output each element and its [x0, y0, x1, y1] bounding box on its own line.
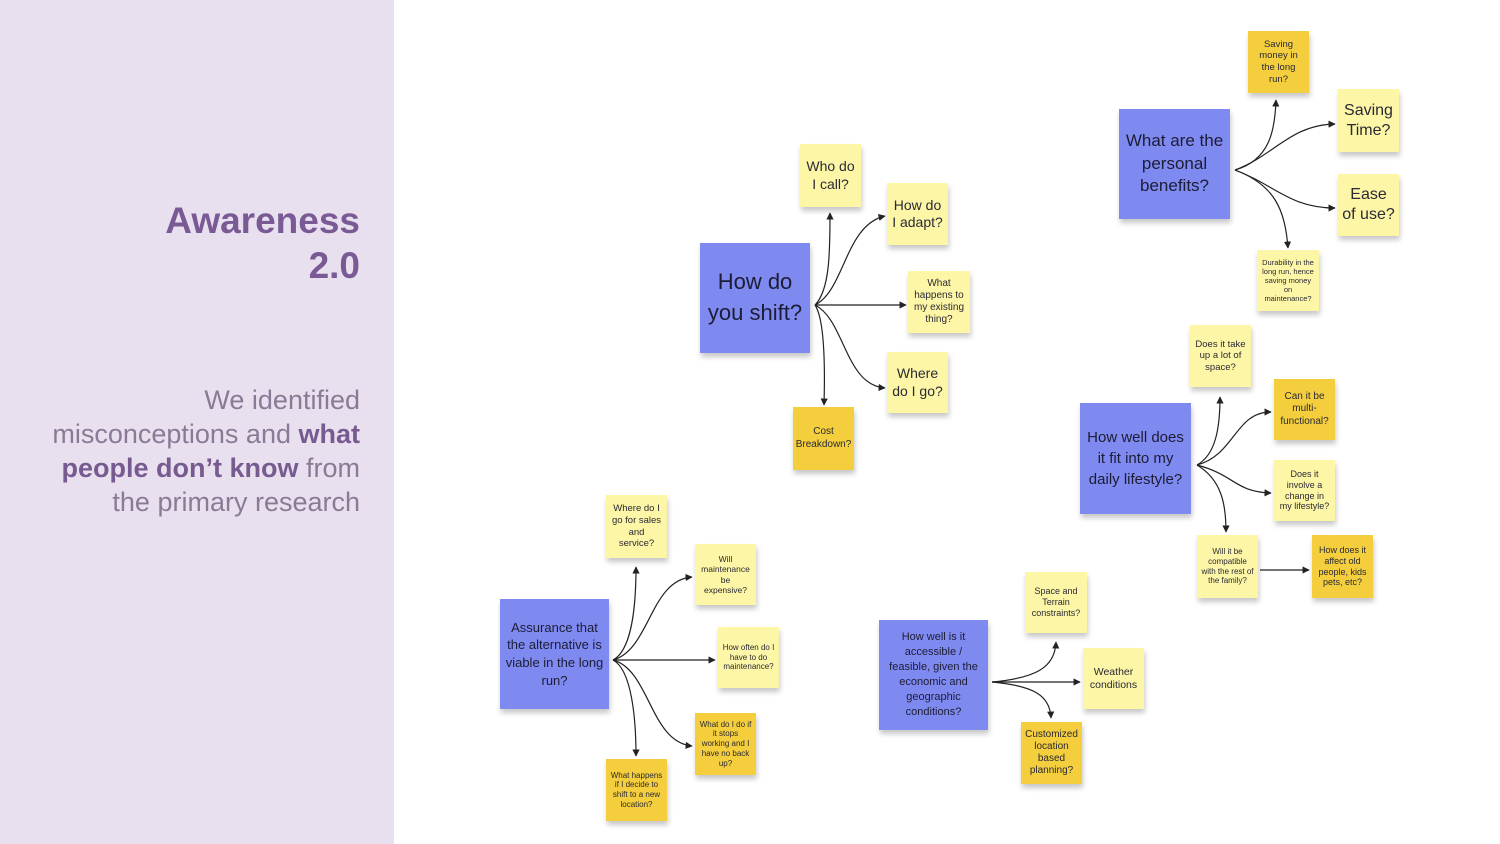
note-saving-time[interactable]: Saving Time? — [1338, 89, 1399, 152]
title-line-1: Awareness — [165, 200, 360, 241]
description-bold: what people don’t know — [61, 419, 360, 483]
description-part-1: We identified misconceptions and — [52, 385, 360, 449]
arrow-benefits-money — [1234, 99, 1280, 171]
note-how-do-i-adapt[interactable]: How do I adapt? — [887, 183, 948, 245]
slide-title: Awareness 2.0 — [20, 198, 360, 288]
arrow-shift-cost — [814, 304, 828, 406]
arrow-access-terrain — [991, 641, 1060, 683]
slide-description: We identified misconceptions and what pe… — [20, 383, 360, 519]
note-durability[interactable]: Durability in the long run, hence saving… — [1257, 250, 1319, 311]
note-cost-breakdown[interactable]: Cost Breakdown? — [793, 407, 854, 470]
note-saving-money[interactable]: Saving money in the long run? — [1248, 31, 1309, 93]
arrow-assurance-expensive — [612, 573, 693, 661]
note-new-location[interactable]: What happens if I decide to shift to a n… — [606, 759, 667, 821]
arrow-benefits-time — [1234, 120, 1336, 171]
arrow-shift-where-go — [814, 304, 886, 392]
arrow-assurance-sales — [612, 566, 640, 661]
note-affect-others[interactable]: How does it affect old people, kids pets… — [1312, 535, 1373, 598]
arrow-shift-who-call — [814, 212, 834, 306]
note-space-terrain[interactable]: Space and Terrain constraints? — [1025, 572, 1087, 633]
arrow-shift-adapt — [814, 213, 886, 306]
note-multi-functional[interactable]: Can it be multi-functional? — [1274, 379, 1335, 440]
arrow-benefits-ease — [1234, 169, 1336, 212]
arrow-lifestyle-space — [1196, 396, 1224, 466]
note-who-do-i-call[interactable]: Who do I call? — [800, 144, 861, 207]
sidebar-panel: Awareness 2.0 We identified misconceptio… — [0, 0, 394, 844]
arrow-assurance-location — [612, 659, 640, 757]
arrow-lifestyle-multi — [1196, 408, 1272, 466]
note-ease-of-use[interactable]: Ease of use? — [1338, 174, 1399, 236]
note-stops-working[interactable]: What do I do if it stops working and I h… — [695, 713, 756, 775]
note-maintenance-expensive[interactable]: Will maintenance be expensive? — [695, 544, 756, 605]
arrow-benefits-durability — [1234, 169, 1292, 249]
note-compatible-family[interactable]: Will it be compatible with the rest of t… — [1197, 535, 1258, 598]
note-where-do-i-go[interactable]: Where do I go? — [887, 352, 948, 413]
note-sales-service[interactable]: Where do I go for sales and service? — [606, 495, 667, 558]
note-personal-benefits[interactable]: What are the personal benefits? — [1119, 109, 1230, 219]
note-assurance-viable[interactable]: Assurance that the alternative is viable… — [500, 599, 609, 709]
note-existing-thing[interactable]: What happens to my existing thing? — [908, 271, 970, 333]
description-part-2: from the primary research — [112, 453, 360, 517]
note-maintenance-frequency[interactable]: How often do I have to do maintenance? — [718, 627, 779, 688]
note-daily-lifestyle[interactable]: How well does it fit into my daily lifes… — [1080, 403, 1191, 514]
arrow-assurance-stops — [612, 659, 693, 749]
arrow-access-customized — [991, 681, 1055, 719]
note-weather-conditions[interactable]: Weather conditions — [1083, 648, 1144, 709]
note-accessible-feasible[interactable]: How well is it accessible / feasible, gi… — [879, 620, 988, 730]
note-how-do-you-shift[interactable]: How do you shift? — [700, 243, 810, 353]
note-take-up-space[interactable]: Does it take up a lot of space? — [1190, 325, 1251, 387]
note-customized-planning[interactable]: Customized location based planning? — [1021, 722, 1082, 784]
title-line-2: 2.0 — [308, 245, 360, 286]
arrow-lifestyle-change — [1196, 464, 1272, 497]
arrow-lifestyle-family — [1196, 464, 1230, 533]
note-change-lifestyle[interactable]: Does it involve a change in my lifestyle… — [1274, 460, 1335, 521]
